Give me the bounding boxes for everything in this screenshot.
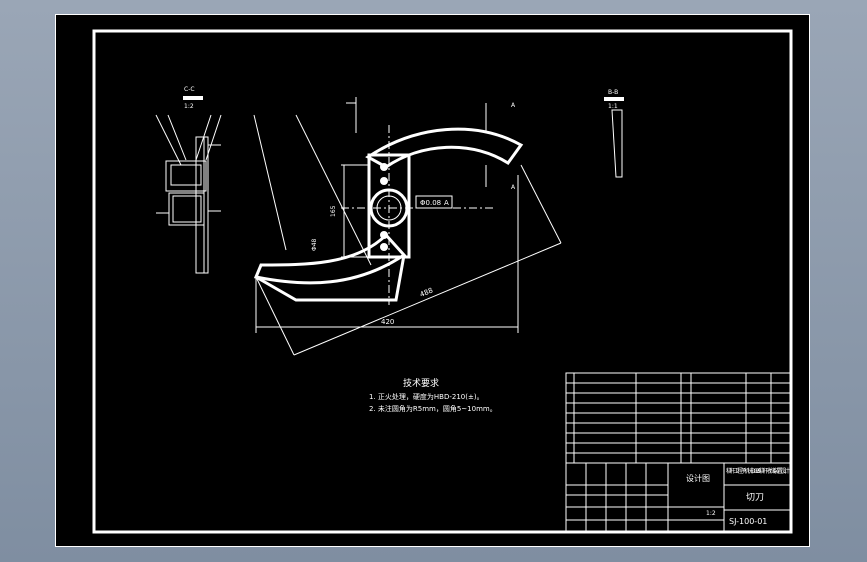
svg-text:Φ48: Φ48 [311, 238, 318, 251]
tolerance-frame [415, 195, 453, 209]
requirement-2: 2. 未注圆角为R5mm，圆角5~10mm。 [369, 404, 497, 413]
svg-text:B-B: B-B [608, 89, 618, 96]
project-name: 秸秆工程 子机械DGBS秸秆收储装置 设计 [726, 467, 790, 475]
section-label-cc: C-C [184, 86, 195, 93]
material-label: 设计图 [686, 473, 710, 483]
svg-text:A: A [511, 102, 516, 109]
right-section-view: B-B 1:1 [604, 89, 624, 178]
svg-text:A: A [511, 184, 516, 191]
svg-text:165: 165 [330, 205, 337, 217]
part-name: 切刀 [746, 492, 764, 503]
dim-overall-width: 420 [381, 318, 394, 326]
datum-label: A [444, 199, 449, 207]
scale-value: 1:2 [706, 510, 716, 517]
blade-main-view: Φ0.08 A A A 165 420 [253, 97, 562, 356]
requirements-title: 技术要求 [403, 377, 439, 389]
svg-text:1:1: 1:1 [608, 103, 618, 110]
tolerance-value: Φ0.08 [420, 199, 441, 207]
inner-frame [92, 29, 793, 534]
technical-requirements: 技术要求 1. 正火处理，硬度为HBD-210(±)。 2. 未注圆角为R5mm… [369, 377, 497, 413]
scale-label-left: 1:2 [184, 103, 194, 110]
requirement-1: 1. 正火处理，硬度为HBD-210(±)。 [369, 392, 484, 401]
drawing-number: SJ-100-01 [729, 517, 767, 526]
side-section-view: C-C 1:2 [155, 86, 222, 274]
title-block: 设计图 秸秆工程 子机械DGBS秸秆收储装置 设计 切刀 SJ-100-01 1… [565, 372, 792, 533]
drawing-canvas: C-C 1:2 Φ0.08 A [92, 29, 793, 534]
drawing-sheet: C-C 1:2 Φ0.08 A [55, 14, 810, 547]
